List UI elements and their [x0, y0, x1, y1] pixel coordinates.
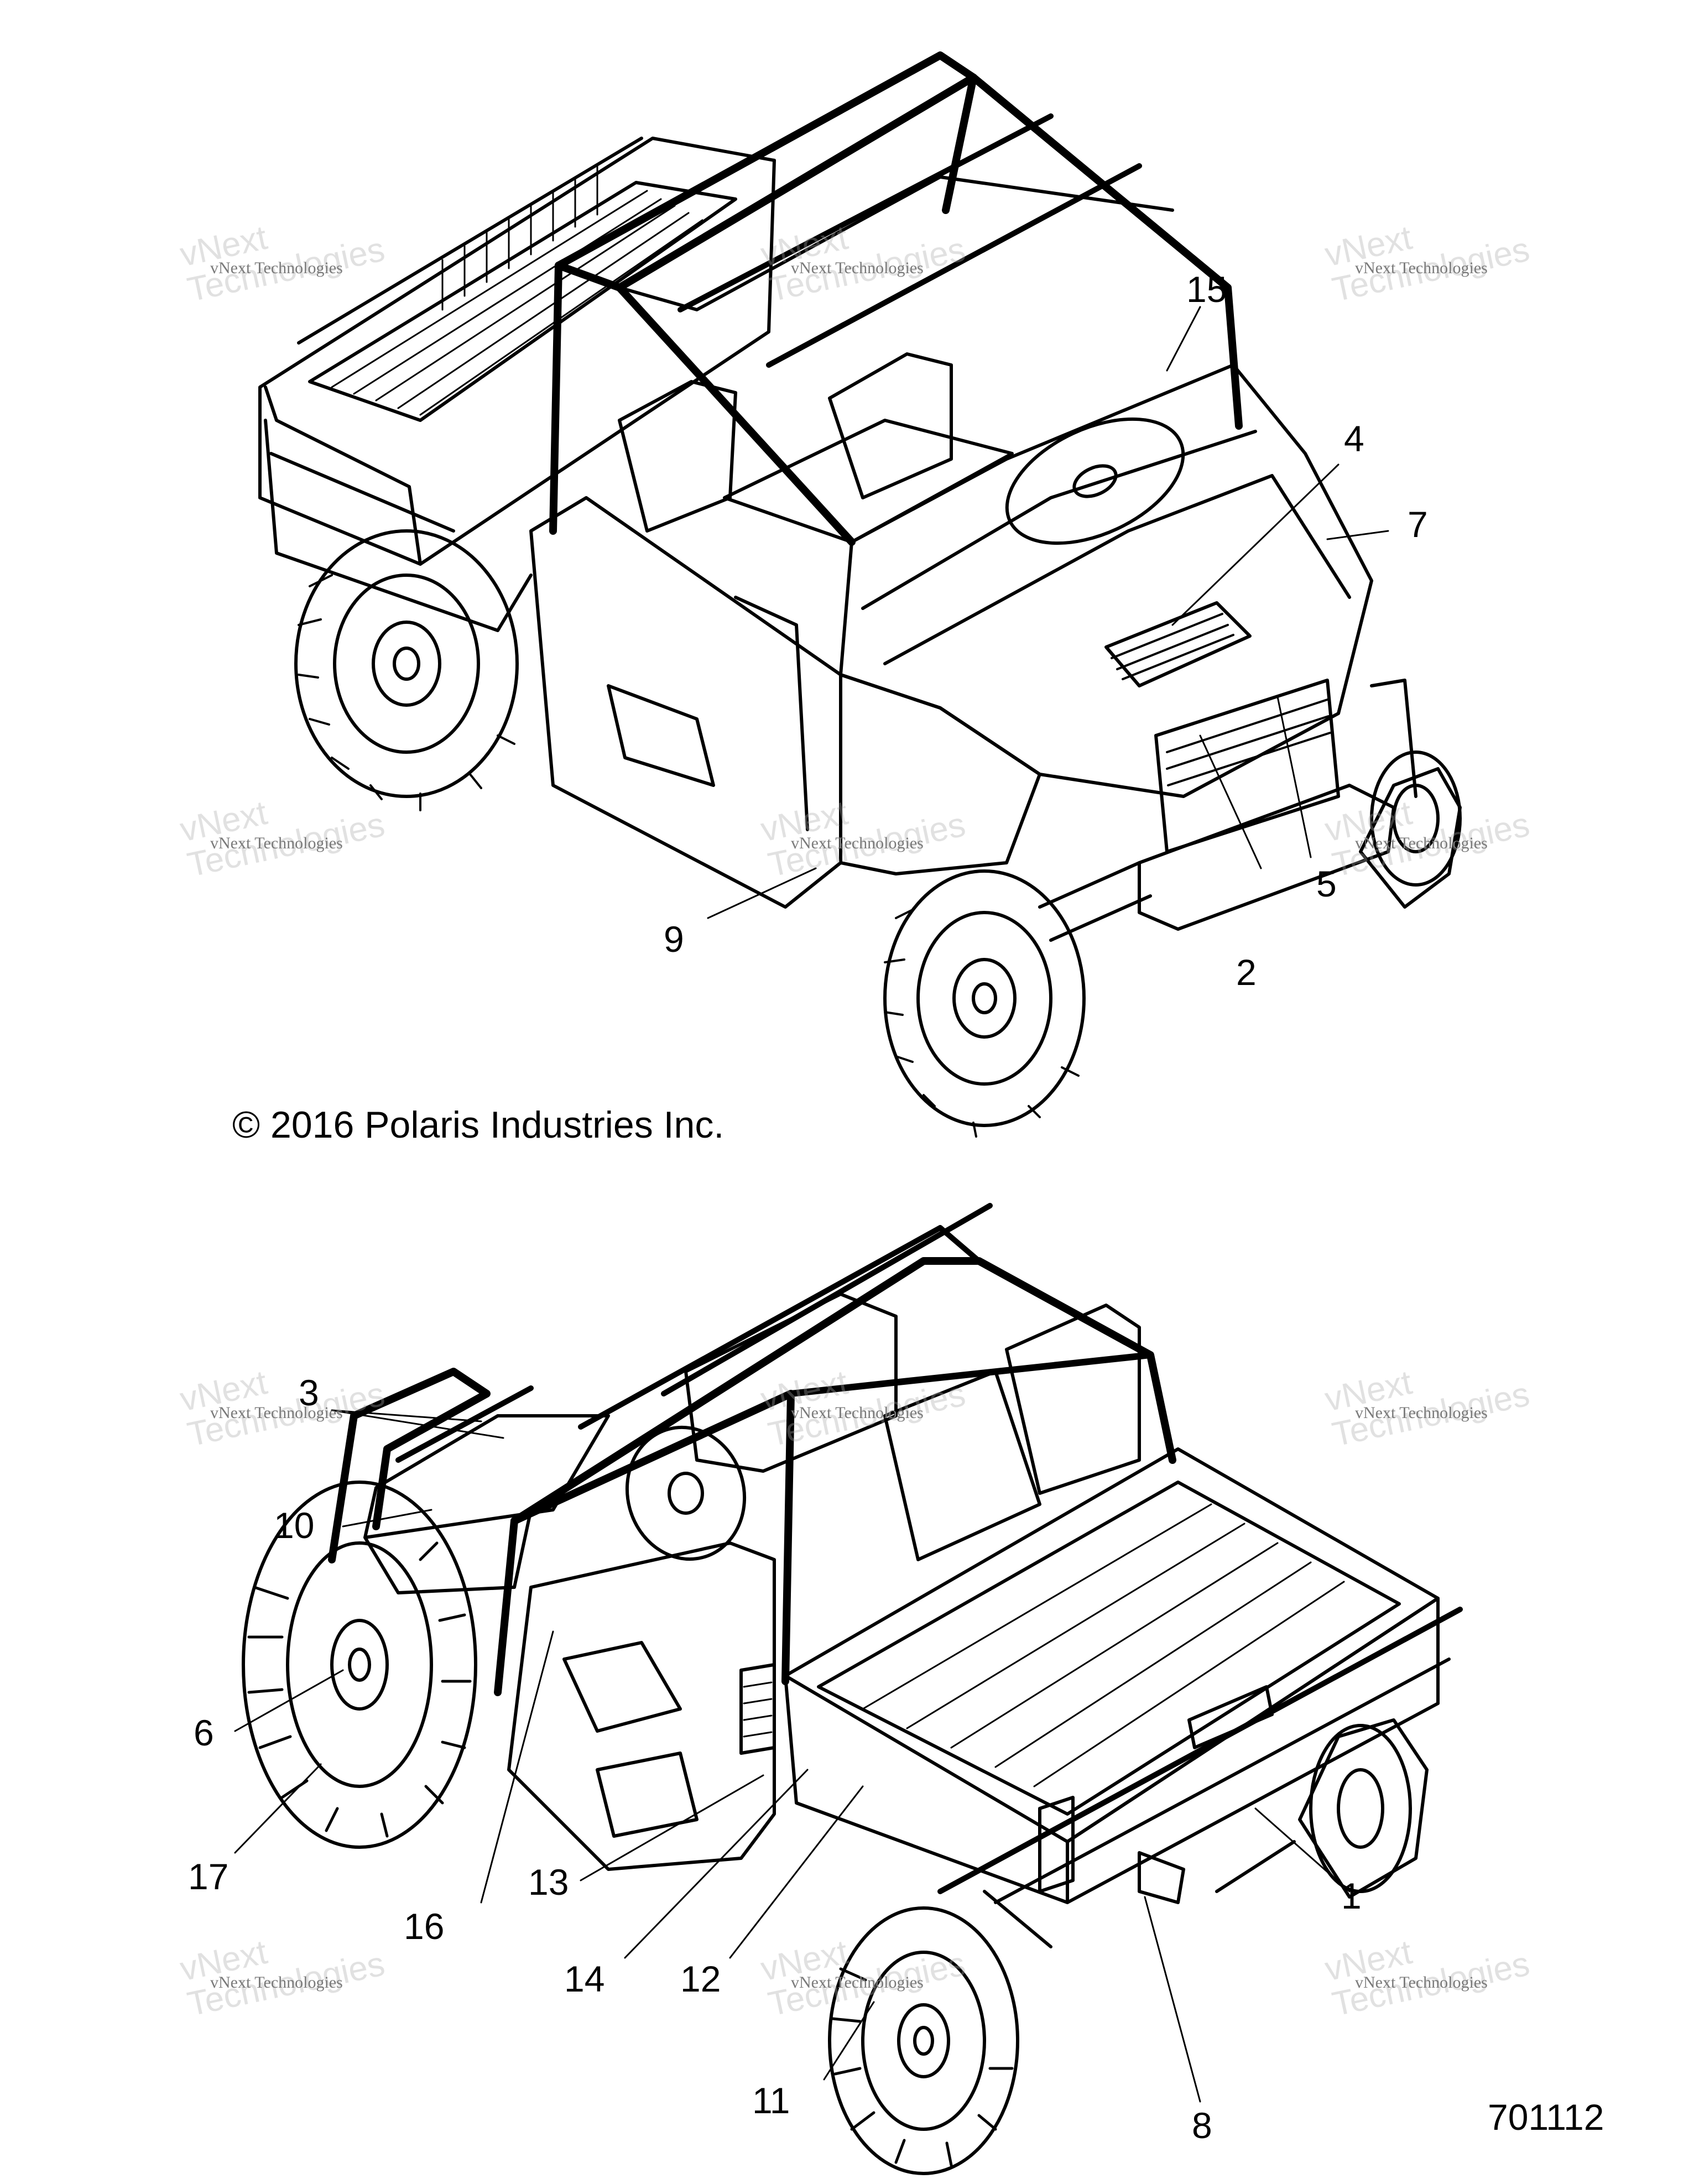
callout-15: 15 [1186, 269, 1227, 310]
bottom-rear-left-wheel [828, 1906, 1019, 2175]
bottom-vehicle-illustration [242, 1203, 1463, 2175]
callout-13: 13 [528, 1862, 569, 1902]
bottom-rear-right-wheel [1298, 1718, 1429, 1899]
figure-number: 701112 [1488, 2097, 1604, 2138]
copyright-notice: © 2016 Polaris Industries Inc. [232, 1104, 725, 1146]
top-vehicle-illustration [258, 51, 1462, 1138]
callout-4: 4 [1344, 418, 1364, 459]
callout-6: 6 [194, 1712, 214, 1753]
bottom-front-wheel [242, 1481, 477, 1849]
top-rear-wheel [294, 529, 519, 811]
callout-17: 17 [188, 1856, 229, 1897]
callout-16: 16 [404, 1906, 445, 1947]
callout-2: 2 [1236, 952, 1257, 993]
callout-10: 10 [274, 1505, 315, 1546]
callout-7: 7 [1408, 504, 1428, 545]
top-front-left-wheel [883, 869, 1086, 1138]
callout-12: 12 [680, 1958, 721, 1999]
top-leader-lines [707, 306, 1389, 919]
callout-9: 9 [664, 919, 684, 960]
callout-8: 8 [1192, 2105, 1212, 2146]
top-front-right-wheel [1359, 750, 1462, 909]
callout-14: 14 [564, 1958, 605, 1999]
bottom-leader-lines [234, 1409, 1351, 2103]
callout-3: 3 [299, 1372, 319, 1413]
callout-1: 1 [1341, 1875, 1362, 1916]
callout-5: 5 [1316, 863, 1337, 904]
callout-11: 11 [752, 2080, 790, 2121]
